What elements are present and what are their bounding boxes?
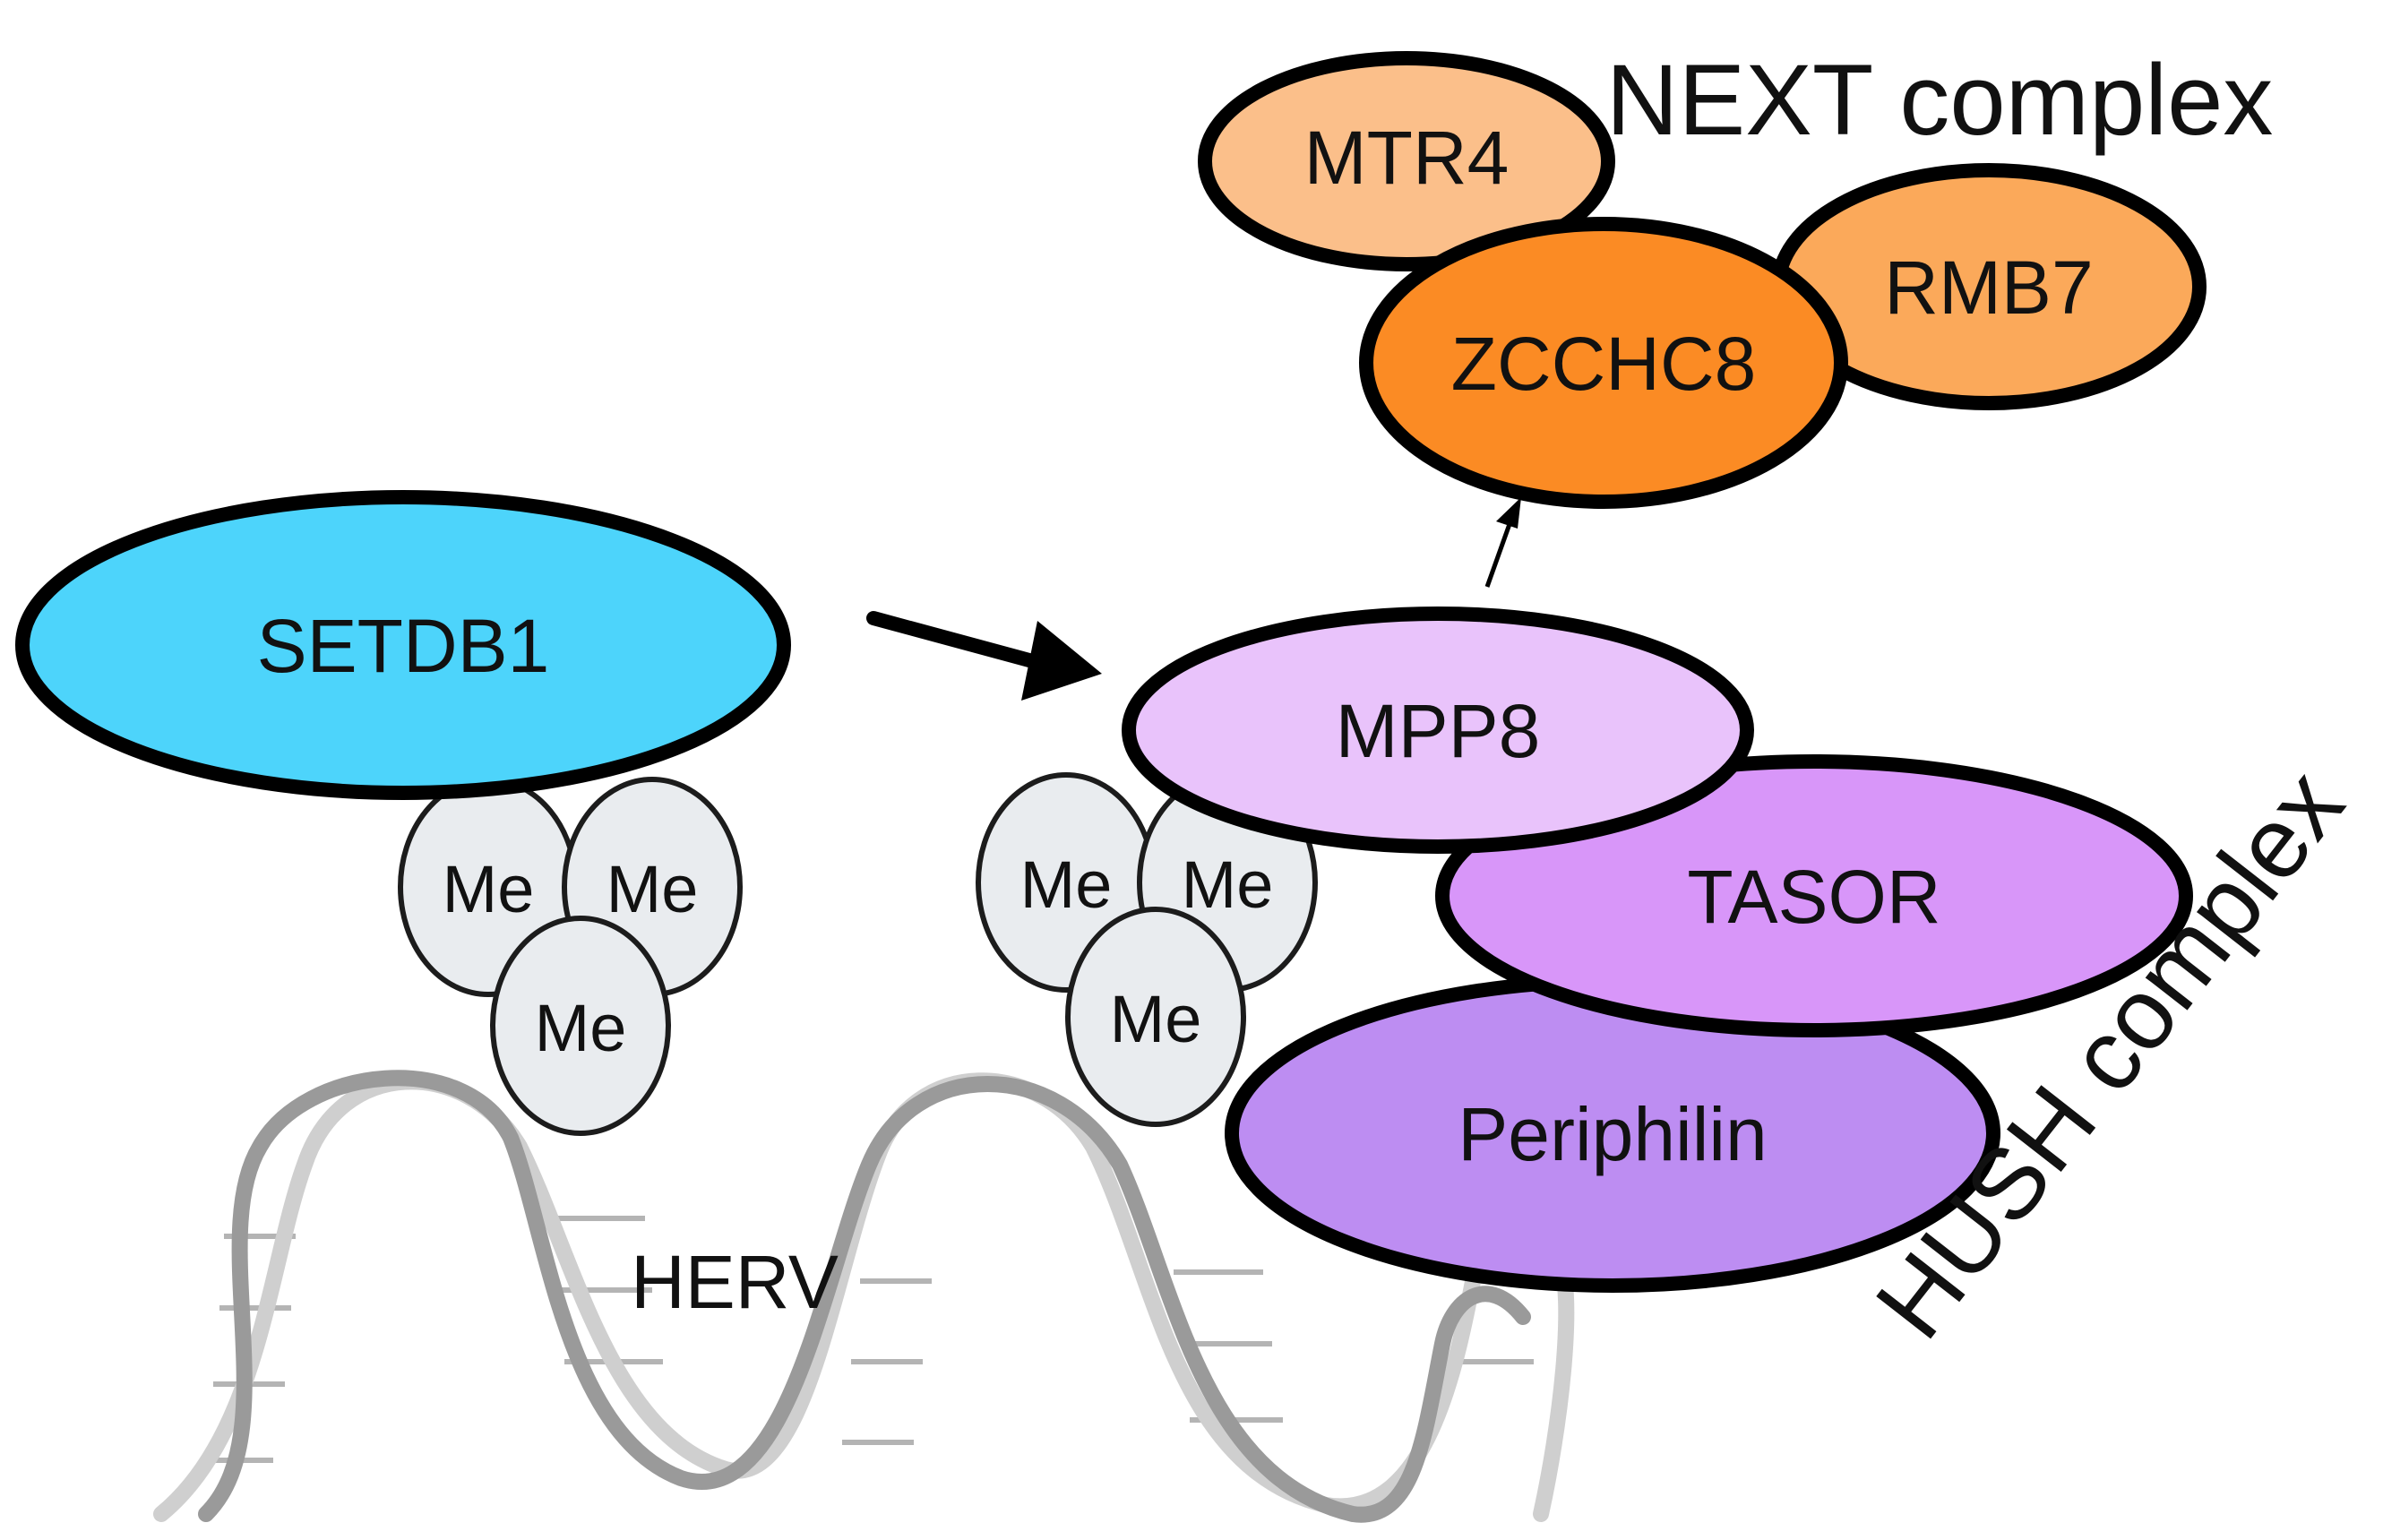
me-label: Me [1110, 982, 1202, 1056]
mpp8-shape [1122, 607, 1754, 854]
dna-strand-front [198, 1070, 1531, 1523]
next-link-arrow [1484, 497, 1521, 588]
mpp8-protein: MPP8 [1122, 607, 1754, 854]
zcchc8-label: ZCCHC8 [1451, 322, 1757, 406]
methyl-group-right: Me Me Me [976, 772, 1318, 1127]
dna-rungs [204, 1216, 1541, 1463]
recruitment-arrow [866, 611, 1102, 701]
herv-label: HERV [631, 1240, 839, 1324]
periphilin-label: Periphilin [1458, 1092, 1768, 1176]
setdb1-shape [15, 490, 791, 800]
mtr4-label: MTR4 [1304, 116, 1510, 200]
next-complex: MTR4 RMB7 ZCCHC8 [1198, 51, 2207, 509]
zcchc8-shape [1359, 217, 1848, 509]
me-label: Me [1020, 847, 1113, 922]
tasor-label: TASOR [1687, 855, 1940, 939]
rmb7-protein: RMB7 [1771, 163, 2207, 410]
me-mark [490, 916, 671, 1136]
me-mark [1065, 907, 1246, 1127]
methyl-group-left: Me Me Me [398, 777, 743, 1136]
mpp8-label: MPP8 [1336, 689, 1541, 773]
setdb1-protein: SETDB1 [15, 490, 791, 800]
zcchc8-protein: ZCCHC8 [1359, 217, 1848, 509]
setdb1-label: SETDB1 [257, 604, 550, 688]
hush-complex: Periphilin TASOR MPP8 [1122, 607, 2193, 1293]
next-complex-label: NEXT complex [1606, 44, 2274, 156]
mtr4-protein: MTR4 [1198, 51, 1615, 271]
me-label: Me [607, 852, 699, 926]
me-label: Me [443, 852, 535, 926]
mtr4-shape [1198, 51, 1615, 271]
periphilin-protein: Periphilin [1225, 974, 2000, 1293]
me-label: Me [535, 991, 627, 1065]
me-label: Me [1182, 847, 1274, 922]
rmb7-label: RMB7 [1884, 245, 2093, 330]
